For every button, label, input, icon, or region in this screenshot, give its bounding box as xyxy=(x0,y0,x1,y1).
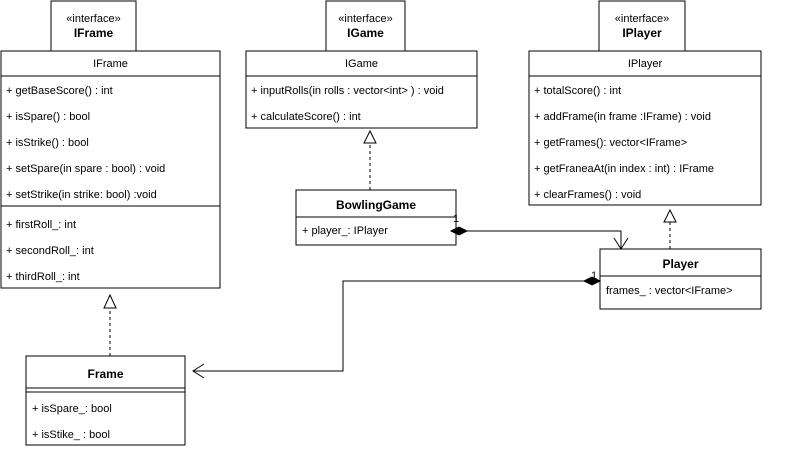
realization-arrowhead xyxy=(663,208,677,223)
iframe-method: + getBaseScore() : int xyxy=(6,85,113,97)
player-class[interactable]: Player frames_ : vector<IFrame> xyxy=(599,248,762,310)
igame-method: + inputRolls(in rolls : vector<int> ) : … xyxy=(251,85,444,97)
bowling-game-realizes-igame xyxy=(363,129,377,190)
igame-class-box xyxy=(245,50,478,129)
open-arrowhead xyxy=(613,237,629,250)
iframe-header: IFrame xyxy=(93,58,128,70)
association-line xyxy=(467,230,622,249)
iframe-name: IFrame xyxy=(74,26,114,40)
iframe-field: + firstRoll_: int xyxy=(6,219,76,231)
multiplicity-label: 1 xyxy=(453,213,459,225)
iplayer-header: IPlayer xyxy=(628,58,663,70)
iplayer-name: IPlayer xyxy=(622,26,662,40)
iframe-method: + setSpare(in spare : bool) : void xyxy=(6,163,165,175)
iplayer-stereotype: «interface» xyxy=(615,13,669,25)
player-field: frames_ : vector<IFrame> xyxy=(606,285,733,297)
frame-box xyxy=(25,355,186,446)
bowling-game-name: BowlingGame xyxy=(336,198,416,212)
bowling-game-class[interactable]: BowlingGame + player_: IPlayer xyxy=(295,189,457,246)
realization-arrowhead xyxy=(103,293,117,309)
realization-arrowhead xyxy=(363,129,377,144)
player-realizes-iplayer xyxy=(663,208,677,249)
association-line xyxy=(193,280,584,372)
iplayer-method: + totalScore() : int xyxy=(534,85,621,97)
igame-stereotype-box xyxy=(325,0,406,52)
frame-class[interactable]: Frame + isSpare_: bool + isStike_ : bool xyxy=(25,355,186,446)
frame-field: + isStike_ : bool xyxy=(32,429,110,441)
player-composes-frame: 1 xyxy=(192,270,602,379)
iplayer-method: + addFrame(in frame :IFrame) : void xyxy=(534,111,711,123)
iframe-method: + isStrike() : bool xyxy=(6,137,89,149)
player-name: Player xyxy=(662,257,698,271)
frame-name: Frame xyxy=(87,367,123,381)
iplayer-method: + getFrames(): vector<IFrame> xyxy=(534,137,687,149)
multiplicity-label: 1 xyxy=(591,270,597,282)
frame-field: + isSpare_: bool xyxy=(32,403,112,415)
iframe-field: + secondRoll_: int xyxy=(6,245,94,257)
igame-interface[interactable]: «interface» IGame IGame + inputRolls(in … xyxy=(245,0,478,129)
iframe-stereotype-box xyxy=(50,0,137,52)
player-box xyxy=(599,248,762,310)
iframe-method: + setStrike(in strike: bool) :void xyxy=(6,189,157,201)
igame-name: IGame xyxy=(347,26,384,40)
iframe-interface[interactable]: «interface» IFrame IFrame + getBaseScore… xyxy=(0,0,221,289)
iframe-class-box xyxy=(0,50,221,289)
iframe-method: + isSpare() : bool xyxy=(6,111,90,123)
bowling-game-composes-player: 1 xyxy=(449,213,629,250)
iplayer-class-box xyxy=(528,50,762,206)
iplayer-interface[interactable]: «interface» IPlayer IPlayer + totalScore… xyxy=(528,0,762,206)
iframe-stereotype: «interface» xyxy=(66,13,120,25)
composition-diamond xyxy=(582,276,602,286)
igame-stereotype: «interface» xyxy=(338,13,392,25)
iframe-field: + thirdRoll_: int xyxy=(6,271,80,283)
frame-realizes-iframe xyxy=(103,293,117,356)
igame-header: IGame xyxy=(345,58,378,70)
iplayer-method: + clearFrames() : void xyxy=(534,189,641,201)
bowling-game-field: + player_: IPlayer xyxy=(302,225,388,237)
igame-method: + calculateScore() : int xyxy=(251,111,361,123)
iplayer-method: + getFraneaAt(in index : int) : IFrame xyxy=(534,163,714,175)
open-arrowhead xyxy=(192,363,205,379)
